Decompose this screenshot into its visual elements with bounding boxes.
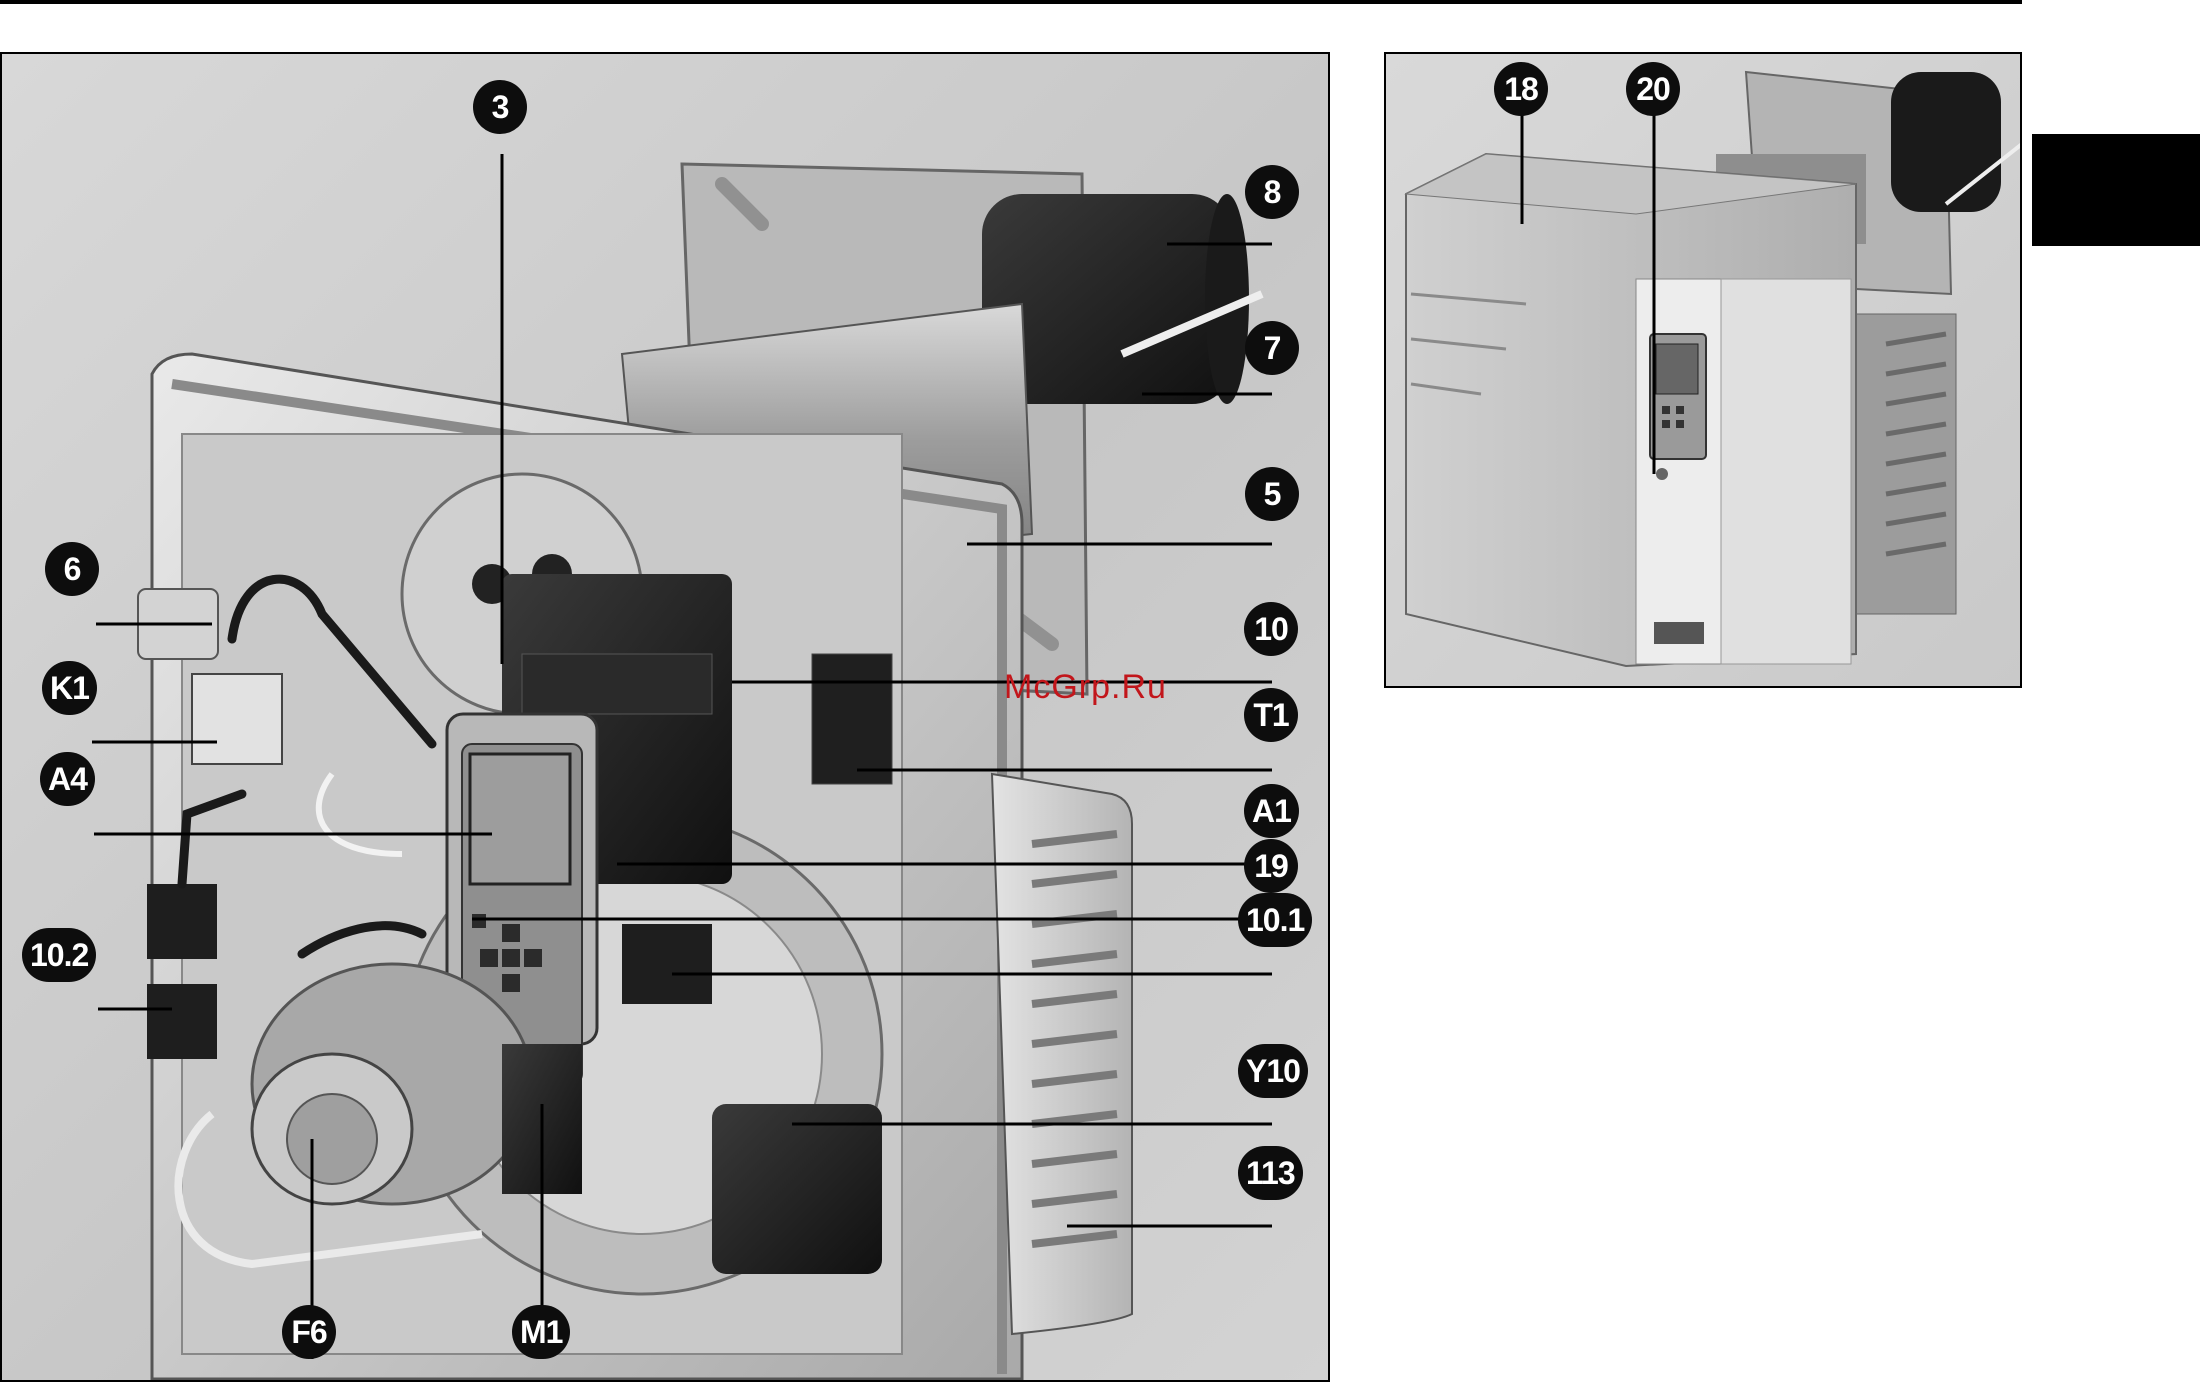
- chapter-tab: [2032, 134, 2200, 246]
- burner-drawing: [2, 54, 1330, 1382]
- top-rule: [0, 0, 2022, 4]
- watermark-text: McGrp.Ru: [1004, 668, 1167, 707]
- burner-closed-drawing: [1386, 54, 2022, 688]
- burner-open-illustration: [0, 52, 1330, 1382]
- burner-closed-illustration: [1384, 52, 2022, 688]
